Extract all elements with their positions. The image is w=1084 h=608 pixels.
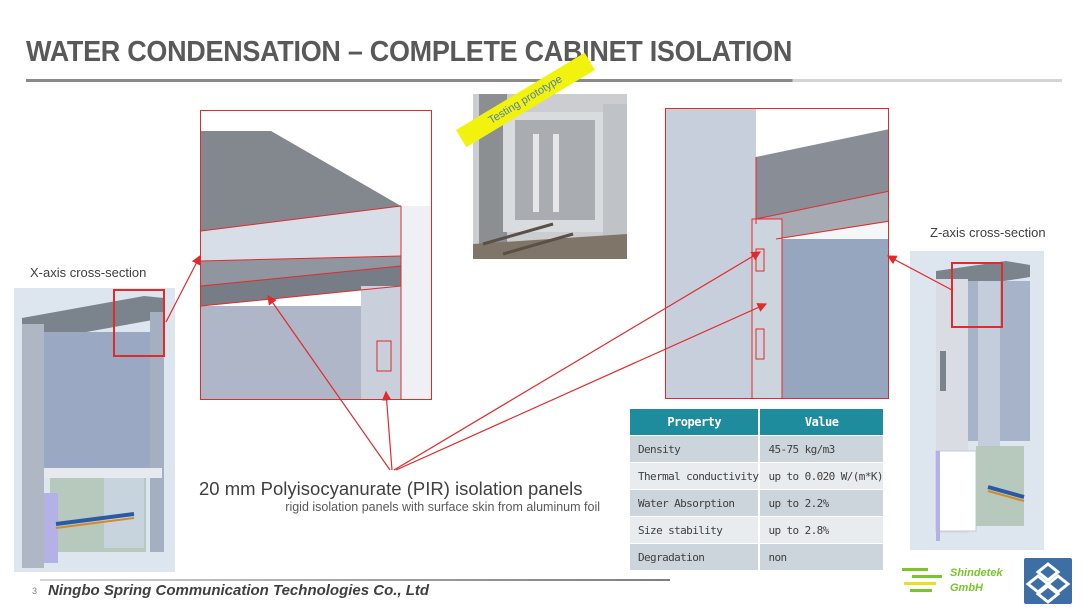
insulation-subcaption: rigid isolation panels with surface skin… [285,500,600,514]
table-header-value: Value [760,409,883,435]
table-cell-value: up to 0.020 W/(m*K) [760,462,883,489]
left-zoom-detail [200,110,432,400]
table-row: Size stability up to 2.8% [630,516,883,543]
brand-name-line2: GmbH [950,582,983,594]
table-cell-value: up to 2.2% [760,489,883,516]
table-header-row: Property Value [630,409,883,435]
z-axis-cabinet-render [910,251,1044,550]
table-cell-property: Size stability [630,516,761,543]
table-cell-property: Degradation [630,543,761,570]
table-cell-value: 45-75 kg/m3 [760,435,883,462]
table-cell-property: Density [630,435,761,462]
right-zoom-detail [665,108,889,399]
table-row: Water Absorption up to 2.2% [630,489,883,516]
table-row: Thermal conductivity up to 0.020 W/(m*K) [630,462,883,489]
x-axis-label: X-axis cross-section [30,265,147,280]
brand-name-line1: Shindetek [950,567,1003,579]
property-table: Property Value Density 45-75 kg/m3 Therm… [630,409,883,570]
table-header-property: Property [630,409,761,435]
table-row: Degradation non [630,543,883,570]
insulation-caption: 20 mm Polyisocyanurate (PIR) isolation p… [199,478,583,499]
shindetek-lines-icon [902,568,942,592]
table-cell-value: up to 2.8% [760,516,883,543]
table-row: Density 45-75 kg/m3 [630,435,883,462]
brand-name: Shindetek GmbH [950,566,1003,596]
table-cell-value: non [760,543,883,570]
company-logo-icon [1024,558,1072,604]
table-cell-property: Water Absorption [630,489,761,516]
footer-divider [40,579,670,581]
company-name: Ningbo Spring Communication Technologies… [48,582,430,599]
table-cell-property: Thermal conductivity [630,462,761,489]
slide-title: WATER CONDENSATION – COMPLETE CABINET IS… [26,36,793,68]
z-axis-label: Z-axis cross-section [930,225,1046,240]
slide-number: 3 [32,586,38,596]
x-axis-cabinet-render [14,288,175,572]
